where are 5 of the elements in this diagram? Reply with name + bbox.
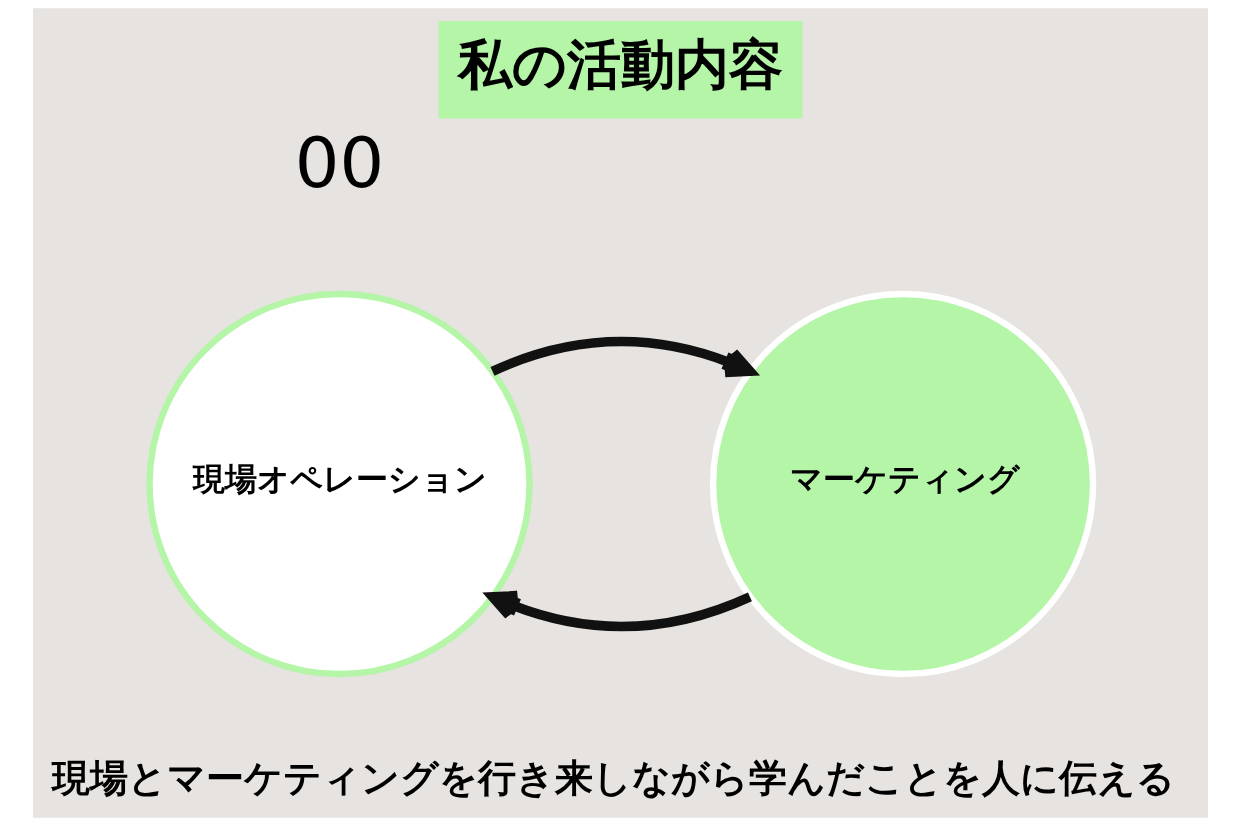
diagram-title: 私の活動内容: [457, 31, 783, 96]
node-circle: マーケティング: [709, 290, 1096, 678]
node-circle: 現場オペレーション: [145, 290, 533, 678]
label: 00: [294, 122, 384, 205]
caption: 現場とマーケティングを行き来しながら学んだことを人に伝える: [51, 754, 1175, 800]
